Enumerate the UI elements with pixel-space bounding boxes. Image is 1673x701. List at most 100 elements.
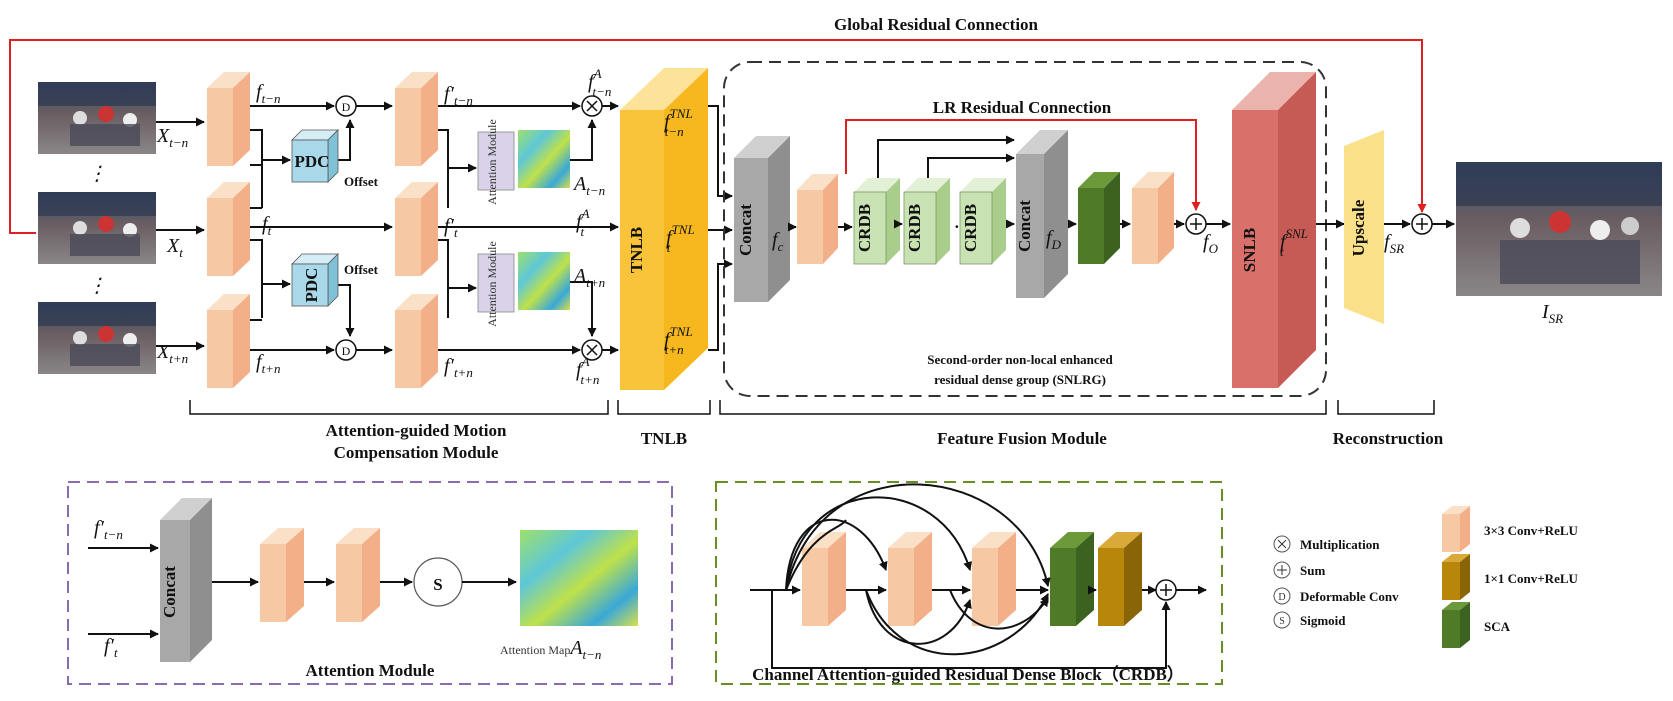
- attention-module-mini-upper: Attention Module: [477, 119, 570, 205]
- label-fp-t-minus-n: f′t−n: [444, 83, 473, 108]
- am-sigmoid: S: [413, 557, 463, 607]
- legend-sigmoid-label: Sigmoid: [1300, 613, 1346, 628]
- label-f-sr: fSR: [1384, 231, 1404, 256]
- legend-multiplication: Multiplication: [1273, 535, 1380, 553]
- attention-map-mini-lower: [518, 252, 570, 310]
- svg-text:D: D: [1278, 592, 1285, 603]
- section-brackets: [189, 400, 1435, 415]
- legend-sca-label: SCA: [1484, 619, 1511, 634]
- label-i-sr: ISR: [1541, 301, 1563, 326]
- input-arrows: Xt−n Xt Xt+n: [156, 117, 205, 366]
- attention-module-mini-lower: Attention Module: [477, 241, 570, 327]
- caption-reconstruction: Reconstruction: [1333, 429, 1444, 448]
- input-frame-t-plus-n: [38, 302, 156, 374]
- offset-label-lower: Offset: [344, 262, 379, 277]
- label-f-o: fO: [1203, 231, 1219, 256]
- label-f-d: fD: [1046, 227, 1062, 252]
- label-x-t: Xt: [166, 235, 183, 260]
- tnlb-out-arrows: [708, 105, 733, 351]
- crdb-sum: [1155, 579, 1177, 601]
- upscale-block: Upscale: [1344, 130, 1384, 324]
- label-a-t-plus-n: At+n: [572, 265, 605, 290]
- global-residual-arrow: [9, 39, 1427, 234]
- concat-label-c: Concat: [736, 204, 755, 256]
- am-label-fp-t-minus-n: f′t−n: [94, 517, 123, 542]
- attn-mini-label-lower: Attention Module: [485, 241, 499, 327]
- label-fp-t-plus-n: f′t+n: [444, 355, 473, 380]
- label-f-t: ft: [262, 213, 272, 238]
- legend-conv1-label: 1×1 Conv+ReLU: [1484, 571, 1579, 586]
- conv-block-fe-2: [207, 182, 250, 276]
- legend-sum: Sum: [1273, 561, 1325, 579]
- vdots-upper: ⋮: [87, 163, 107, 185]
- snlrg-caption-1: Second-order non-local enhanced: [927, 352, 1113, 367]
- label-f-t-plus-n: ft+n: [256, 351, 280, 376]
- multiply-lower: [581, 339, 603, 361]
- crdb-detail: Channel Attention-guided Residual Dense …: [715, 481, 1223, 685]
- sum-ffm: [1185, 213, 1207, 235]
- lr-residual-arrow: [845, 119, 1201, 211]
- am-attention-map: [520, 530, 638, 626]
- conv-block-al-1: [395, 72, 438, 166]
- am-concat-label: Concat: [160, 566, 179, 618]
- snlb-block: SNLB: [1232, 72, 1316, 388]
- legend-deformable-label: Deformable Conv: [1300, 589, 1399, 604]
- deformable-conv-upper: D: [335, 95, 357, 117]
- input-frame-t: [38, 192, 156, 264]
- snlrg-caption-2: residual dense group (SNLRG): [934, 372, 1106, 387]
- am-sigmoid-label: S: [433, 575, 442, 594]
- motion-connections: [250, 101, 393, 355]
- conv-block-al-3: [395, 294, 438, 388]
- concat-block-d: Concat: [1015, 130, 1068, 298]
- crdb-caption: Channel Attention-guided Residual Dense …: [752, 664, 1184, 684]
- am-conv-block-2: [336, 528, 380, 622]
- feature-extract-convs: [207, 72, 250, 388]
- label-f-c: fc: [772, 229, 784, 254]
- caption-tnlb: TNLB: [641, 429, 687, 448]
- am-attention-map-caption: Attention MapAt−n: [500, 637, 601, 662]
- conv-block-al-2: [395, 182, 438, 276]
- legend-multiplication-label: Multiplication: [1300, 537, 1380, 552]
- d-label-upper: D: [342, 100, 351, 114]
- upscale-label: Upscale: [1349, 199, 1368, 256]
- tnlb-block: TNLB: [620, 68, 708, 390]
- input-frame-t-minus-n: [38, 82, 156, 154]
- pdc-block-lower: PDC: [291, 253, 339, 307]
- output-frame: [1456, 162, 1662, 296]
- sca-block-ffm: [1078, 172, 1120, 264]
- legend: Multiplication Sum D Deformable Conv S S…: [1273, 506, 1579, 648]
- legend-sigmoid: S Sigmoid: [1273, 611, 1346, 629]
- pdc-block-upper: PDC: [291, 129, 339, 183]
- am-caption: Attention Module: [306, 661, 435, 680]
- concat-block-c: Concat: [734, 136, 790, 302]
- crdb-conv-2: [888, 532, 932, 626]
- multiply-upper: [581, 95, 603, 117]
- crdb-conv-1: [802, 532, 846, 626]
- crdb-label-1: CRDB: [855, 204, 874, 252]
- crdb-block-3: CRDB: [959, 178, 1006, 265]
- caption-ffm: Feature Fusion Module: [937, 429, 1107, 448]
- crdb-chain-arrows: [877, 135, 1015, 229]
- label-a-t-minus-n: At−n: [572, 173, 605, 198]
- caption-agmc-1: Attention-guided Motion: [326, 421, 507, 440]
- attention-module-box: [67, 481, 673, 685]
- input-frames: ⋮ ⋮: [38, 82, 156, 374]
- am-concat-block: Concat: [160, 498, 212, 662]
- vdots-lower: ⋮: [87, 275, 107, 297]
- am-label-fp-t: f′t: [104, 635, 118, 660]
- crdb-label-3: CRDB: [961, 204, 980, 252]
- label-f-t-minus-n: ft−n: [256, 81, 280, 106]
- svg-text:S: S: [1279, 616, 1285, 627]
- lr-residual-title: LR Residual Connection: [933, 98, 1112, 117]
- attention-module-detail: f′t−n f′t Concat S At: [67, 481, 673, 685]
- crdb-sca: [1050, 532, 1094, 626]
- label-x-t-plus-n: Xt+n: [156, 341, 188, 366]
- tnlb-label: TNLB: [627, 227, 646, 273]
